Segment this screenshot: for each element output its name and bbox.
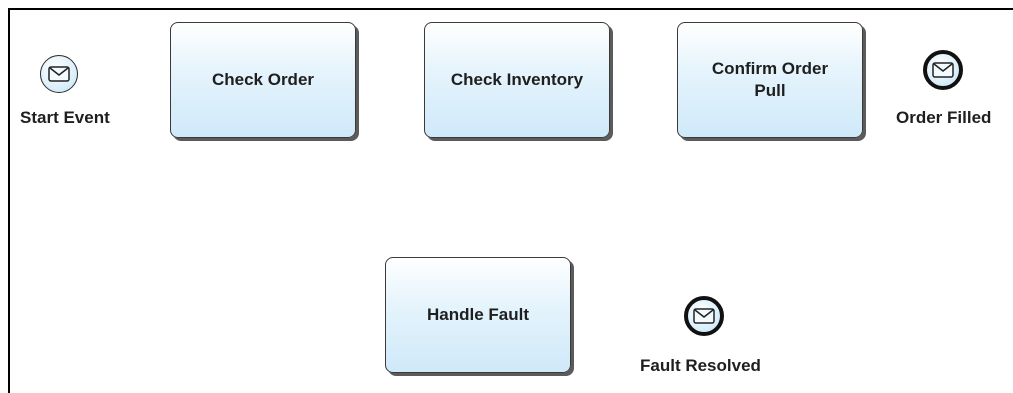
order-filled-label: Order Filled xyxy=(896,108,992,127)
envelope-icon xyxy=(48,66,70,82)
order-filled-circle xyxy=(923,50,963,90)
fault-resolved-label: Fault Resolved xyxy=(640,356,761,375)
task-check-inventory[interactable]: Check Inventory xyxy=(424,22,610,138)
fault-resolved-circle xyxy=(684,296,724,336)
task-confirm-order-pull[interactable]: Confirm Order Pull xyxy=(677,22,863,138)
envelope-icon xyxy=(932,62,954,78)
task-handle-fault[interactable]: Handle Fault xyxy=(385,257,571,373)
task-check-order[interactable]: Check Order xyxy=(170,22,356,138)
start-event-label: Start Event xyxy=(20,108,110,127)
canvas-left-border xyxy=(8,8,10,393)
envelope-icon xyxy=(693,308,715,324)
start-event-circle xyxy=(40,55,78,93)
canvas-top-border xyxy=(8,8,1013,10)
